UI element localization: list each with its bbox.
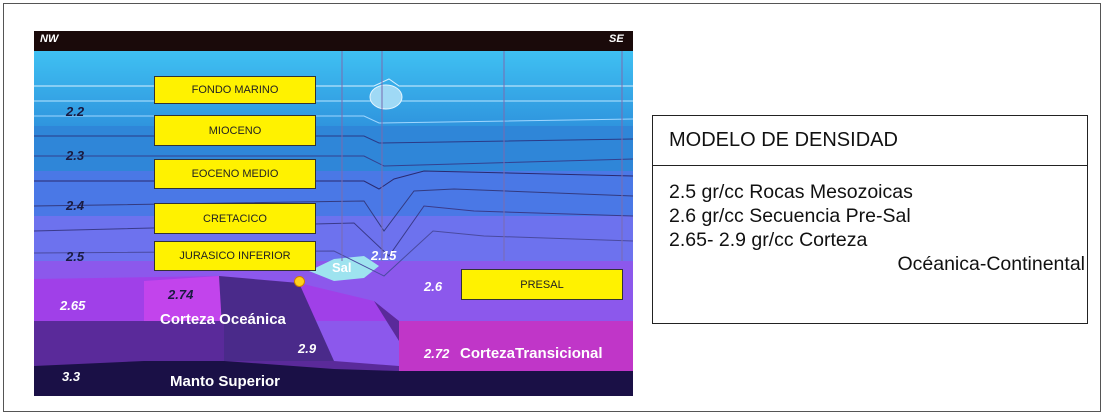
corteza-oceanica-label: Corteza Oceánica xyxy=(160,311,286,328)
layer-2-3 xyxy=(34,126,633,171)
density-2-5: 2.5 xyxy=(66,249,85,264)
density-2-3: 2.3 xyxy=(66,148,85,163)
unit-mioceno: MIOCENO xyxy=(154,115,316,146)
density-2-15: 2.15 xyxy=(371,248,397,263)
unit-presal: PRESAL xyxy=(461,269,623,300)
diapir-top xyxy=(369,84,403,110)
density-2-9: 2.9 xyxy=(298,341,317,356)
density-2-4: 2.4 xyxy=(66,198,85,213)
se-label: SE xyxy=(609,33,624,45)
layer-2-74 xyxy=(144,276,224,321)
legend-line-presal: 2.6 gr/cc Secuencia Pre-Sal xyxy=(669,205,911,227)
layer-2-5 xyxy=(34,216,633,261)
layer-corteza-transicional xyxy=(399,321,633,371)
density-cross-section: NW SE 2.2 2.3 2.4 2.5 2.65 3.3 2.74 2.9 … xyxy=(34,31,633,396)
density-2-6: 2.6 xyxy=(424,279,443,294)
unit-fondo-marino: FONDO MARINO xyxy=(154,76,316,104)
well-markers xyxy=(341,51,623,261)
manto-superior-label: Manto Superior xyxy=(170,373,281,390)
density-2-72: 2.72 xyxy=(424,346,450,361)
unit-jurasico-inferior: JURASICO INFERIOR xyxy=(154,241,316,271)
nw-label: NW xyxy=(40,33,59,45)
density-3-3: 3.3 xyxy=(62,369,81,384)
density-model-legend: MODELO DE DENSIDAD 2.5 gr/cc Rocas Mesoz… xyxy=(652,115,1088,324)
density-2-74: 2.74 xyxy=(168,287,194,302)
layer-2-9-block xyxy=(219,276,334,361)
density-2-2: 2.2 xyxy=(66,104,85,119)
legend-body: 2.5 gr/cc Rocas Mesozoicas 2.6 gr/cc Sec… xyxy=(653,166,1087,276)
layer-manto-superior xyxy=(34,361,633,396)
legend-line-mesozoic: 2.5 gr/cc Rocas Mesozoicas xyxy=(669,181,913,203)
legend-line-crust: 2.65- 2.9 gr/cc Corteza xyxy=(669,229,868,251)
cross-section-layers xyxy=(34,31,633,396)
density-2-65: 2.65 xyxy=(60,298,86,313)
unit-eoceno-medio: EOCENO MEDIO xyxy=(154,159,316,189)
unit-cretacico: CRETACICO xyxy=(154,203,316,234)
top-band xyxy=(34,31,633,51)
corteza-transicional-label: CortezaTransicional xyxy=(460,345,603,362)
legend-title: MODELO DE DENSIDAD xyxy=(653,116,1087,166)
marker-dot xyxy=(294,276,305,287)
salt-body xyxy=(309,256,379,281)
layer-2-4 xyxy=(34,171,633,216)
layer-2-2 xyxy=(34,51,633,126)
legend-line-crust-cont: Océanica-Continental xyxy=(897,253,1085,275)
sal-label: Sal xyxy=(332,260,352,275)
